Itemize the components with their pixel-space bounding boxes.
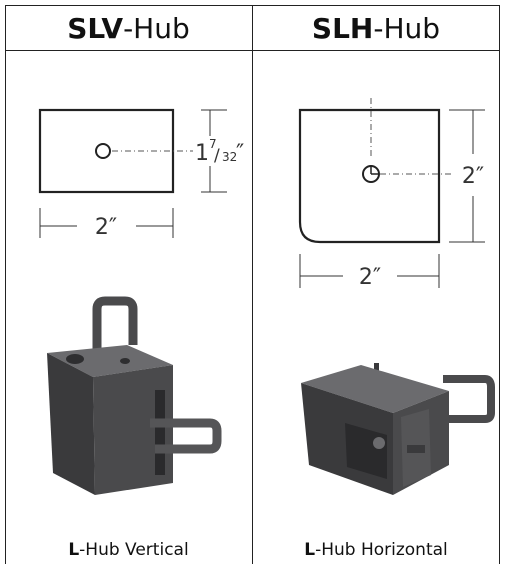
slv-dimension-diagram: 1 7 / 32 ″ 2″ (38, 108, 244, 240)
column-divider (252, 5, 253, 564)
l-hub-horizontal-caption: L-Hub Horizontal (253, 537, 499, 563)
header-rest-text: -Hub (123, 11, 190, 45)
top-recess (66, 354, 84, 364)
table-left-border (5, 5, 6, 564)
front-window (345, 423, 387, 479)
body-left-face (47, 353, 95, 495)
slh-height-label: 2″ (462, 164, 484, 189)
body-top-face (47, 345, 173, 377)
right-loop-handle (443, 375, 495, 423)
slv-height-slash: / (214, 146, 220, 166)
slh-width-label: 2″ (359, 265, 381, 290)
slv-height-whole: 1 (195, 141, 209, 166)
header-rest-text: -Hub (373, 11, 441, 45)
body-right-face (93, 365, 173, 495)
slv-center-hole (95, 143, 111, 159)
header-bold-text: SLV (67, 11, 124, 45)
l-hub-vertical-caption: L-Hub Vertical (5, 537, 252, 563)
product-table: SLV-Hub SLH-Hub 1 7 / 32 ″ 2″ (5, 5, 500, 564)
side-loop-handle (150, 418, 222, 454)
caption-rest-text: -Hub Horizontal (315, 540, 448, 560)
slv-hub-header: SLV-Hub (5, 6, 252, 50)
slv-height-denominator: 32 (222, 150, 237, 164)
body-top-face (301, 365, 449, 413)
window-bolt (373, 437, 385, 449)
slv-height-numerator: 7 (209, 137, 217, 151)
paddle-slot (407, 445, 425, 453)
slh-hub-header: SLH-Hub (253, 6, 499, 50)
header-bold-text: SLH (311, 11, 374, 45)
slh-face-outline (298, 108, 441, 244)
caption-rest-text: -Hub Vertical (79, 540, 189, 560)
caption-bold-text: L (304, 540, 316, 560)
top-loop-handle (92, 296, 138, 355)
top-hole (120, 358, 130, 364)
caption-bold-text: L (68, 540, 80, 560)
table-right-border (499, 5, 500, 564)
slh-dimension-diagram: 2″ 2″ (298, 98, 485, 290)
l-hub-horizontal-render (301, 363, 495, 495)
slv-width-label: 2″ (95, 215, 117, 240)
slv-height-unit: ″ (236, 141, 244, 166)
body-slot (155, 390, 165, 475)
l-hub-vertical-render (47, 296, 222, 495)
